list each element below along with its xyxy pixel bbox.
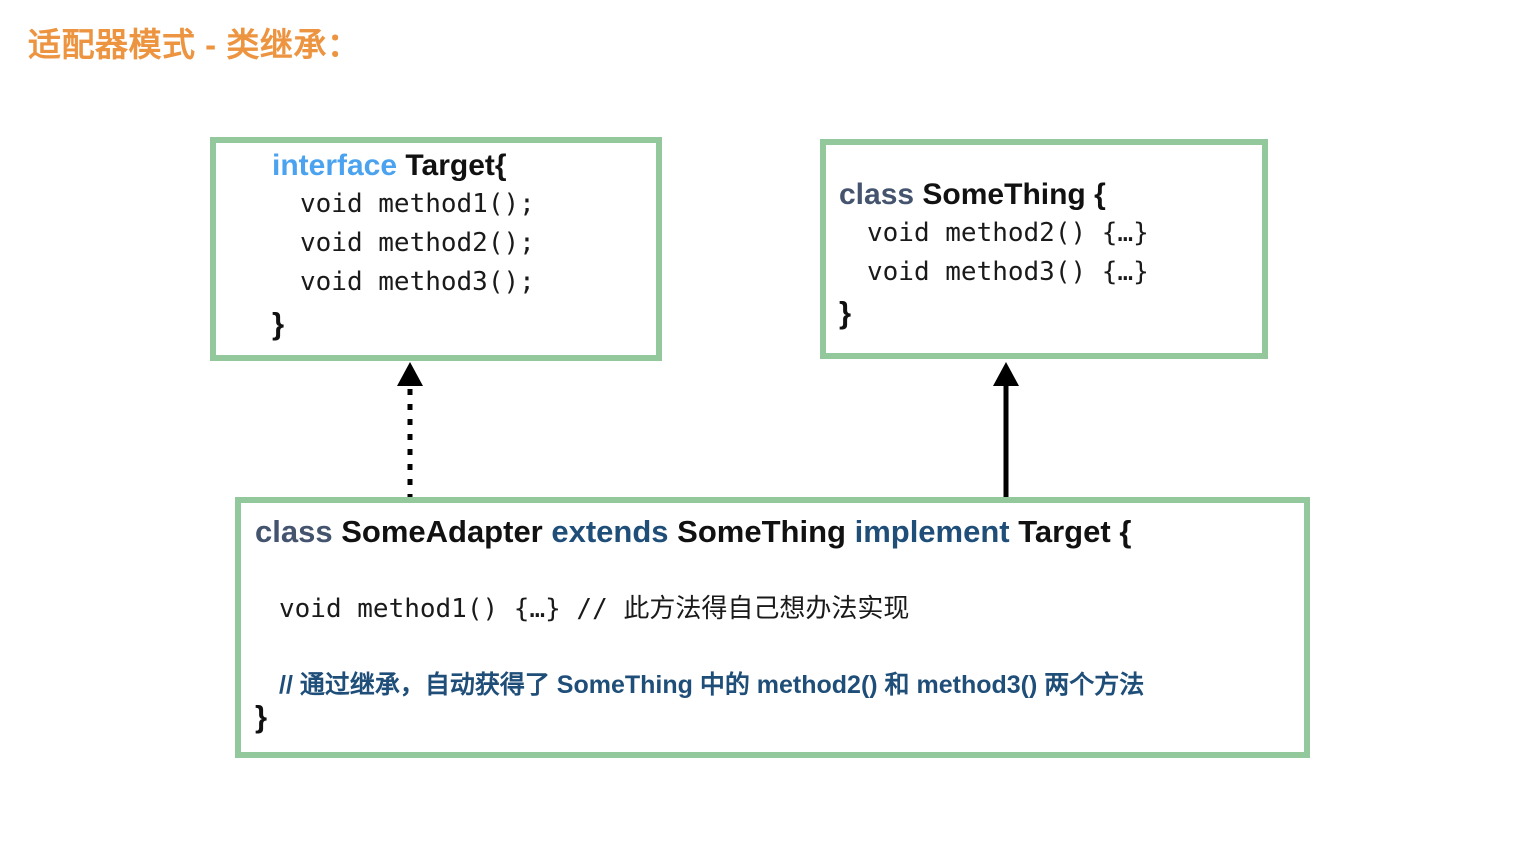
target-type-name: Target <box>405 149 495 182</box>
keyword-interface: interface <box>272 149 398 182</box>
adapter-interface-name: Target <box>1018 514 1111 549</box>
keyword-implement: implement <box>854 514 1010 549</box>
uml-box-something: class SomeThing { void method2() {…} voi… <box>820 139 1268 359</box>
adapter-open-brace: { <box>1119 514 1132 549</box>
something-open-brace: { <box>1094 178 1106 211</box>
extends-arrow-icon <box>993 362 1019 500</box>
keyword-class: class <box>839 178 915 211</box>
target-open-brace: { <box>494 149 507 182</box>
target-signature: interface Target{ <box>272 149 535 184</box>
adapter-close-brace: } <box>255 699 268 734</box>
adapter-inheritance-comment: // 通过继承，自动获得了 SomeThing 中的 method2() 和 m… <box>279 671 1145 699</box>
keyword-extends: extends <box>551 514 669 549</box>
target-member-1: void method1(); <box>300 188 535 219</box>
keyword-class: class <box>255 514 333 549</box>
target-close-brace: } <box>272 305 285 341</box>
something-close-brace: } <box>839 295 852 331</box>
target-member-2: void method2(); <box>300 227 535 258</box>
target-member-3: void method3(); <box>300 267 535 298</box>
something-box-content: class SomeThing { void method2() {…} voi… <box>839 178 1149 328</box>
adapter-signature: class SomeAdapter extends SomeThing impl… <box>255 514 1131 550</box>
something-type-name: SomeThing <box>922 178 1086 211</box>
uml-box-adapter: class SomeAdapter extends SomeThing impl… <box>235 497 1310 758</box>
extends-arrow-head <box>993 362 1019 386</box>
something-member-1: void method2() {…} <box>867 217 1149 248</box>
page-title: 适配器模式 - 类继承： <box>28 26 361 63</box>
uml-box-target: interface Target{ void method1(); void m… <box>210 137 662 361</box>
something-member-2: void method3() {…} <box>867 256 1149 287</box>
adapter-super-name: SomeThing <box>677 514 846 549</box>
implements-arrow-icon <box>397 362 423 500</box>
target-box-content: interface Target{ void method1(); void m… <box>272 149 535 339</box>
adapter-type-name: SomeAdapter <box>341 514 543 549</box>
adapter-method-line: void method1() {…} // 此方法得自己想办法实现 <box>279 594 910 624</box>
implements-arrow-head <box>397 362 423 386</box>
something-signature: class SomeThing { <box>839 178 1149 213</box>
